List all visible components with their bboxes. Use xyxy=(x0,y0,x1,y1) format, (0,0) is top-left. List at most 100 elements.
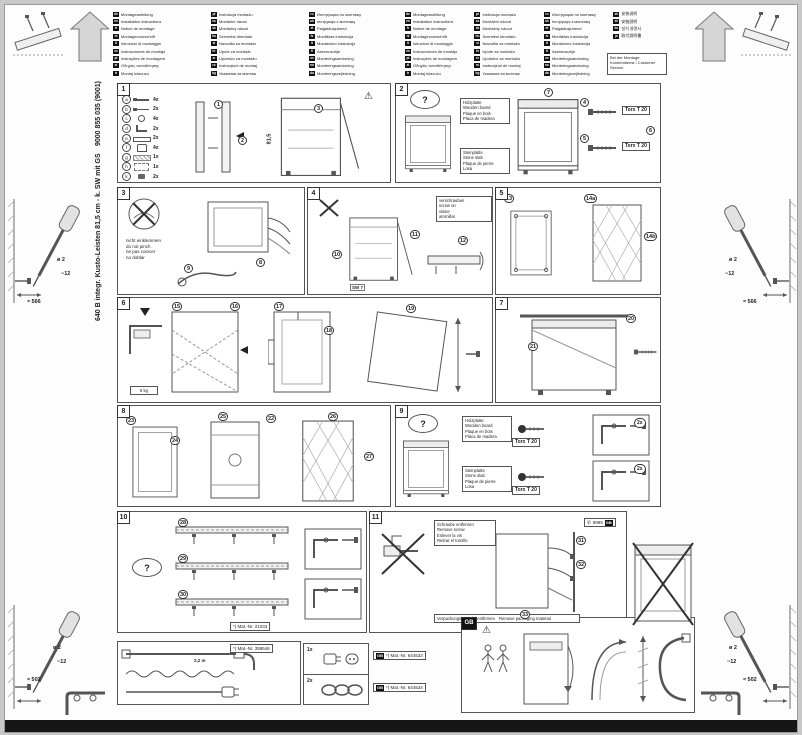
phone-icon: ✆ xyxy=(587,520,591,525)
legend-label: Instrukcja montażu xyxy=(482,11,517,17)
material-number: *) Mat.-Nr. 644534 xyxy=(386,685,423,690)
torx-label: Torx T 20 xyxy=(512,438,540,447)
legend-label: Navodila za montažo xyxy=(219,41,257,47)
legend-label: Указания за монтаж xyxy=(482,70,520,76)
callout: 31 xyxy=(576,536,587,545)
step-number: 8 xyxy=(117,405,130,418)
label-line: Steinplatte xyxy=(463,150,483,155)
label-line: visser xyxy=(439,208,450,214)
legend-label: Указания за монтаж xyxy=(219,70,257,76)
legend-label: Upute za montažu xyxy=(219,48,252,54)
hose-length-label: 2,2 m xyxy=(194,658,206,663)
material-number-label: *) Mat.-Nr. 358646 xyxy=(230,644,273,653)
screw-diagram xyxy=(588,108,618,116)
door-panel-diagram xyxy=(210,421,260,499)
language-badge: tr xyxy=(405,70,411,76)
part-quantity: 4x xyxy=(153,115,159,122)
legend-label: Monteringsanvisning xyxy=(317,56,354,62)
step-number: 4 xyxy=(307,187,320,200)
language-badge: no xyxy=(309,63,315,69)
depth-label: ~12 xyxy=(57,659,67,665)
page-bottom-edge xyxy=(5,720,797,732)
language-badge: ro xyxy=(211,63,217,69)
part-icon xyxy=(133,135,151,142)
callout: 32 xyxy=(576,560,587,569)
language-badge: en xyxy=(405,19,411,25)
freestanding-do-not-diagram xyxy=(632,542,694,626)
length-label: ≈ 502 xyxy=(743,677,757,683)
length-label: ≈ 502 xyxy=(27,677,41,683)
legend-label: Montavimo instrukcija xyxy=(551,41,591,47)
language-badge: da xyxy=(309,70,315,76)
part-quantity: 2x xyxy=(153,135,159,142)
quantity-label: 2x xyxy=(307,678,313,684)
dishwasher-rear-diagram xyxy=(516,96,580,178)
language-badge: hu xyxy=(211,33,217,39)
material-number: *) Mat.-Nr. 358646 xyxy=(233,646,270,651)
language-badge: uk xyxy=(543,19,550,25)
legend-label: Инструкция по монтажу xyxy=(551,11,597,17)
label-line: Retirar el tornillo xyxy=(437,538,468,544)
legend-label: 설치 설명서 xyxy=(621,25,641,31)
language-badge: nl xyxy=(113,33,119,39)
label-line: Enlever la vis xyxy=(437,532,462,538)
warning-icon: ⚠ xyxy=(482,625,491,636)
screwdriver-diagram-top-left xyxy=(7,195,97,307)
packaging-note: Verpackungsmaterial entfernen Remove pac… xyxy=(434,614,580,624)
door-panel-diagram xyxy=(510,210,552,276)
language-badge: lt xyxy=(309,41,315,47)
stone-slab-label: Steinplatte Stone slab Plaque de pierre … xyxy=(460,148,510,174)
label-line: Holzplatte xyxy=(463,100,482,105)
question-cloud: ? xyxy=(410,90,440,109)
hoses-diagram xyxy=(121,649,255,698)
door-panel-diagram xyxy=(132,426,178,498)
callout: 27 xyxy=(364,452,375,461)
language-badge: sv xyxy=(309,56,315,62)
step-panel-9: 9 ? Holzplatte Wooden board Plaque en bo… xyxy=(395,405,661,507)
legend-label: Instrukcja montażu xyxy=(219,11,253,17)
question-cloud: ? xyxy=(408,414,438,433)
legend-label: Monteringsvejledning xyxy=(317,70,355,76)
spine-model-text: 640 B integr. Kusto-Leisten 81,5 cm - k.… xyxy=(95,81,102,321)
accessory-box: 1x 2x xyxy=(303,643,369,705)
legend-label: Montagevoorschrift xyxy=(121,33,156,39)
part-icon xyxy=(133,106,151,113)
callout: 6 xyxy=(646,126,655,135)
mounting-strip-detail xyxy=(427,251,484,274)
screwdriver-diagram-top-right xyxy=(707,195,797,307)
gb-badge: GB xyxy=(604,519,613,526)
callout: 26 xyxy=(328,412,339,421)
language-badge: ru xyxy=(543,11,550,17)
language-badge: sv xyxy=(543,56,550,62)
chain-links-icon xyxy=(320,680,364,700)
part-quantity: 2x xyxy=(153,106,159,113)
torx-label: Torx T 20 xyxy=(622,106,650,115)
label-line: Wooden board xyxy=(463,105,491,111)
part-letter: g xyxy=(122,152,131,162)
legend-label: Szerelési útmutató xyxy=(219,33,253,39)
legend-label: Инструкция по монтажу xyxy=(317,11,362,17)
dishwasher-front-diagram xyxy=(402,438,450,500)
legend-label: Montážní návod xyxy=(219,19,248,25)
door-handle-diagram xyxy=(523,633,574,705)
part-row: b 2x xyxy=(122,104,159,115)
plug-icons xyxy=(322,650,362,668)
language-badge: fr xyxy=(405,26,411,32)
quantity-label: 1x xyxy=(307,647,313,653)
